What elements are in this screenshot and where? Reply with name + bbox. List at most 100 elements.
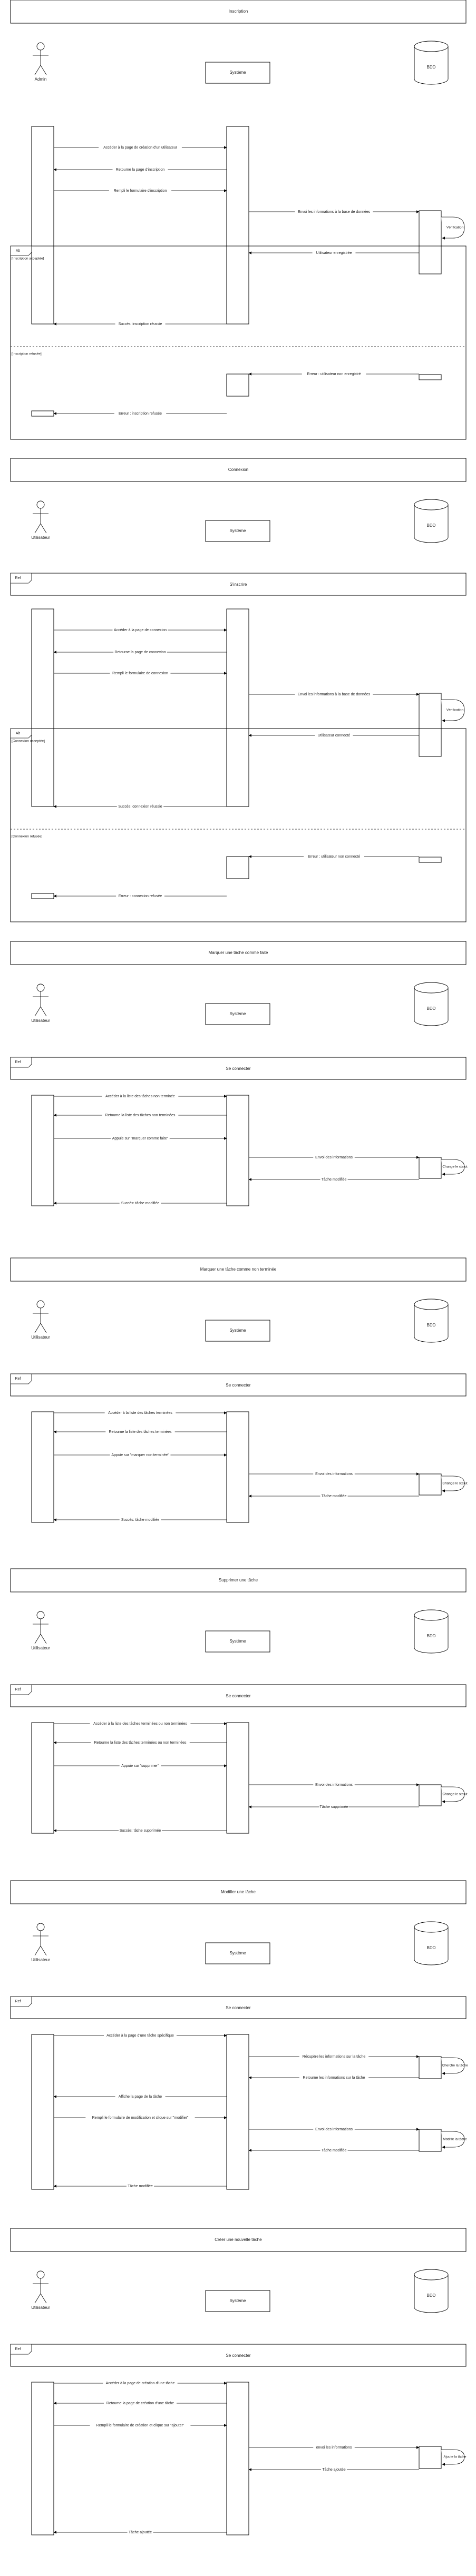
sec0-act-sys-2	[226, 373, 249, 397]
sec2-actor-leg-left	[34, 1006, 41, 1017]
sec2-act-user	[31, 1095, 54, 1206]
sec3-system: Système	[229, 1328, 246, 1333]
sec6-m3: envoi les informations	[316, 2446, 352, 2450]
sec2-act-db	[419, 1157, 442, 1179]
sec1-m4-arrow	[441, 699, 465, 722]
sec0-m4-arrow	[441, 217, 465, 240]
sec0-m8-bg	[114, 411, 167, 416]
sec1-m1: Retourne la page de connexion	[114, 651, 166, 654]
sec0-alt-tag: Alt	[16, 249, 20, 253]
sec5-bdd-body	[414, 1927, 449, 1965]
sec4-ref-frame	[10, 1684, 467, 1707]
sec6-m1: Retourne la page de création d'une tâche	[106, 2402, 174, 2405]
sec0-actor-leg-right	[40, 65, 47, 75]
sec1-act-db-2	[419, 857, 442, 863]
sec5-m9-bg	[126, 2184, 154, 2189]
sec2-ref: Se connecter	[226, 1066, 250, 1071]
sec0-m0: Accéder à la page de création d'un utili…	[103, 146, 178, 150]
sec5-m0: Accéder à la page d'une tâche spécifique	[106, 2034, 174, 2038]
sec5-m2: Cherche la tâche	[442, 2064, 468, 2068]
sec3-bdd-body	[414, 1304, 449, 1343]
sec1-actor: Utilisateur	[31, 535, 50, 540]
sec4-m2: Appuie sur "supprimer"	[121, 1764, 159, 1768]
sec4-title: Supprimer une tâche	[219, 1578, 258, 1582]
sec1-title-box	[10, 458, 467, 482]
sec4-m1: Retourne la liste des tâches terminées o…	[94, 1741, 187, 1745]
sec5-bdd-top	[414, 1921, 449, 1933]
sec5-m6-bg	[313, 2127, 355, 2132]
sec4-system-box	[205, 1630, 270, 1653]
sec2-actor-leg-right	[40, 1006, 47, 1017]
sec5-ref-tag-box	[10, 1996, 32, 2007]
sec1-m0: Accéder à la page de connexion	[114, 628, 167, 632]
sec5-m4: Affiche la page de la tâche	[119, 2095, 162, 2099]
sec5-actor: Utilisateur	[31, 1958, 50, 1962]
sec6-system: Système	[229, 2298, 246, 2303]
sec6-m2: Rempli le formulaire de création et cliq…	[96, 2424, 184, 2427]
sec4-actor-leg-right	[40, 1634, 47, 1644]
sec0-bdd-top	[414, 41, 449, 52]
sec0-bdd: BDD	[427, 65, 436, 70]
sec5-ref-tag: Ref	[15, 2000, 21, 2003]
sec3-actor: Utilisateur	[31, 1335, 50, 1340]
sec1-ref-tag-box	[10, 573, 32, 584]
sec0-alt-frame	[10, 245, 467, 440]
sec6-actor-head	[36, 2270, 45, 2279]
sec0-m7: Erreur : utilisateur non enregistré	[307, 372, 361, 376]
sec5-m3: Retourne les informations sur la tâche	[303, 2076, 365, 2080]
sec5-m7: Modifie la tâche	[443, 2138, 467, 2141]
sec3-bdd: BDD	[427, 1323, 436, 1328]
sec6-m0-bg	[103, 2381, 178, 2386]
sec5-m3-bg	[299, 2075, 369, 2080]
sec2-ref-tag-box	[10, 1057, 32, 1068]
sec4-title-box	[10, 1568, 467, 1592]
sec6-ref-tag: Ref	[15, 2347, 21, 2351]
sec4-act-user	[31, 1722, 54, 1834]
sec5-actor-leg-right	[40, 1945, 47, 1956]
sec5-act-db	[419, 2056, 442, 2079]
sec4-m1-bg	[91, 1740, 190, 1745]
sec1-m3-bg	[295, 692, 373, 697]
sec0-bdd-body	[414, 46, 449, 85]
sec6-system-box	[205, 2290, 270, 2312]
sec2-bdd-body	[414, 988, 449, 1026]
sec6-m6-bg	[127, 2530, 153, 2535]
sec4-act-sys	[226, 1722, 249, 1834]
sec0-alt-guard-1: [Inscription acceptée]	[12, 257, 44, 261]
sec1-alt-tag: Alt	[16, 732, 20, 735]
sec4-m2-bg	[119, 1763, 161, 1768]
sec1-system-box	[205, 520, 270, 542]
sec2-m1: Retourne la liste des tâches non terminé…	[105, 1114, 176, 1117]
sec3-m1: Retourne la liste des tâches terminées	[109, 1430, 172, 1434]
sec3-m1-bg	[105, 1429, 175, 1434]
sec6-m5: Tâche ajoutée	[322, 2468, 345, 2472]
sec5-ref-frame	[10, 1996, 467, 2019]
sec0-m7-bg	[302, 371, 366, 377]
sec3-m4: Change le statut	[442, 1482, 468, 1486]
sec0-act-db	[419, 210, 442, 274]
sec2-title: Marquer une tâche comme faite	[209, 950, 268, 955]
sec1-alt-guard-2: [Connexion refusée]	[12, 835, 42, 839]
sec4-ref: Se connecter	[226, 1694, 250, 1698]
sec1-m8: Erreur : connexion refusée	[119, 894, 162, 898]
sec3-system-box	[205, 1320, 270, 1342]
sec6-m5-bg	[321, 2467, 347, 2472]
sec0-m3-bg	[295, 209, 373, 214]
sec1-ref-tag: Ref	[15, 576, 21, 580]
sec4-bdd: BDD	[427, 1634, 436, 1638]
sec0-m3: Envoi les informations à la base de donn…	[298, 210, 371, 214]
sec2-m2-bg	[111, 1136, 170, 1141]
sec6-ref-frame	[10, 2344, 467, 2367]
sec0-m8: Erreur : inscription refusée	[119, 412, 162, 416]
sec2-system: Système	[229, 1011, 246, 1016]
sec1-system: Système	[229, 528, 246, 533]
sec3-title: Marquer une tâche comme non terminée	[200, 1267, 277, 1272]
sec1-m6-bg	[116, 804, 164, 809]
sec1-m7-bg	[304, 854, 364, 859]
sec2-bdd-top	[414, 982, 449, 994]
sec2-m4-arrow	[441, 1159, 465, 1176]
sec0-system-box	[205, 62, 270, 84]
sec0-m5-bg	[312, 250, 356, 255]
sec6-actor-leg-right	[40, 2293, 47, 2304]
sec3-ref-frame	[10, 1373, 467, 1397]
